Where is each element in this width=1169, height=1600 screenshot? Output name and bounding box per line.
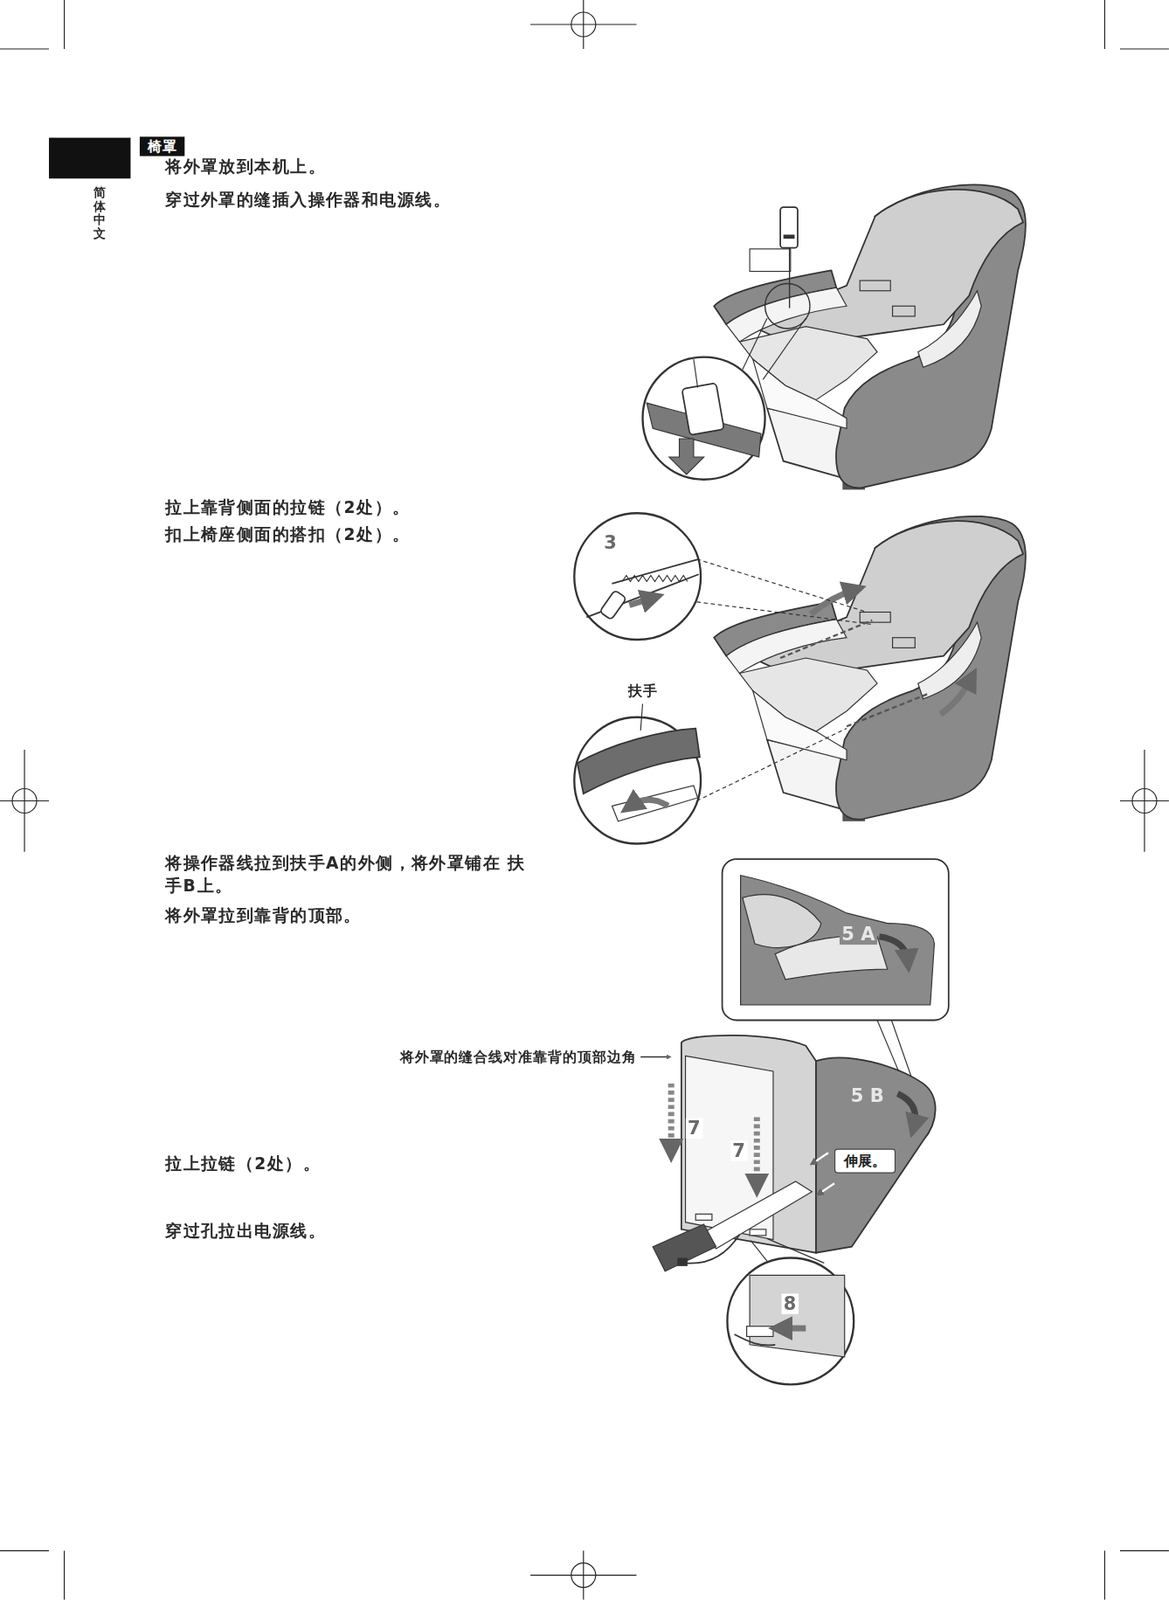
chair-step-2 [630,799,669,806]
crop-marks [63,1550,65,1600]
step-text: 拉上拉链（2处）。 [165,1151,321,1176]
note-text: 将外罩的缝合线对准靠背的顶部边角 [400,1047,637,1066]
chair-step-3 [704,1181,813,1249]
chair-step-3 [780,1325,806,1332]
chair-step-2 [940,677,971,714]
chair-step-3 [652,1224,716,1272]
callout-number: 5 B [848,1085,886,1106]
crop-marks [1143,749,1145,852]
chair-step-2 [780,620,872,658]
crop-marks [23,749,25,852]
chair-step-3 [819,1182,836,1194]
step-text: 将外罩拉到靠背的顶部。 [165,903,362,927]
chair-step-1 [681,382,724,436]
crop-marks [1120,1549,1169,1551]
chair-step-2 [713,516,1026,822]
note-box: 伸展。 [834,1148,896,1174]
chair-step-3 [749,1229,767,1236]
crop-marks [1104,1550,1106,1600]
chair-step-2 [622,574,688,582]
inset-armrest [742,894,822,948]
step-text: 将外罩放到本机上。 [165,154,326,179]
chair-step-1 [783,235,796,240]
chair-step-2 [574,512,701,640]
callout-number: 7 [730,1140,748,1161]
callout-number: 8 [781,1293,798,1314]
chair-step-3 [816,1057,936,1253]
callout-number: 7 [685,1118,703,1139]
chair-step-2 [599,589,627,620]
chair-step-3 [640,1056,670,1058]
chair-step-3 [726,1258,854,1385]
crop-marks [0,1549,49,1551]
chair-step-3 [812,1152,829,1163]
part-name: 扶手 [628,681,658,700]
chair-step-1 [780,207,798,249]
chair-step-3 [677,1258,688,1266]
chair-step-2 [612,559,699,584]
node-text: 伸展。 [843,1152,887,1169]
step-text: 拉上靠背侧面的拉链（2处）。 [165,495,410,519]
chair-step-3 [640,1035,935,1384]
callout-number: 5 A [839,924,878,945]
crop-marks [63,0,65,49]
chair-step-3 [753,1116,761,1185]
chair-step-3 [668,1083,675,1151]
crop-marks [1120,48,1169,49]
chair-step-1 [749,249,791,272]
chair-step-2 [629,597,653,605]
chair-step-3 [685,1234,741,1264]
chair-step-2 [574,717,701,844]
chair-step-3 [734,1334,776,1345]
step-text: 将操作器线拉到扶手A的外侧，将外罩铺在 扶手B上。 [165,850,543,899]
chair-step-2 [810,589,855,615]
language-label: 简体中文 [93,186,106,242]
chair-step-3 [681,1035,817,1253]
chair-step-1 [643,184,1026,490]
chair-step-1 [669,438,705,475]
chair-step-1 [713,184,1026,490]
chair-step-2 [696,559,867,613]
chair-step-1 [742,318,768,369]
chair-step-2 [846,693,928,727]
node-text: 椅罩 [147,138,177,155]
inset-armrest [722,858,949,1020]
section-heading: 椅罩 [139,136,185,156]
chair-step-2 [574,512,1026,844]
chair-step-2 [577,728,700,795]
inset-armrest [740,875,935,1005]
chair-step-1 [762,318,806,380]
step-text: 穿过孔拉出电源线。 [165,1218,326,1243]
chair-step-3 [747,1326,774,1337]
chair-step-1 [693,359,699,388]
chair-step-2 [612,785,699,822]
chair-step-1 [643,357,766,480]
chair-step-3 [750,1240,768,1261]
chair-step-3 [695,1213,713,1220]
chair-step-3 [897,1093,915,1127]
crop-marks [582,1550,584,1600]
chair-step-2 [696,601,872,625]
inset-armrest [878,936,908,962]
crop-marks [582,0,584,49]
chair-step-2 [640,704,643,731]
chair-step-2 [696,728,847,802]
chair-step-1 [788,248,790,309]
callout-number: 3 [601,532,619,553]
step-text: 穿过外罩的缝插入操作器和电源线。 [165,187,451,212]
crop-marks [1104,0,1106,49]
language-tab [48,138,131,180]
step-text: 扣上椅座侧面的搭扣（2处）。 [165,522,410,547]
crop-marks [0,48,49,49]
